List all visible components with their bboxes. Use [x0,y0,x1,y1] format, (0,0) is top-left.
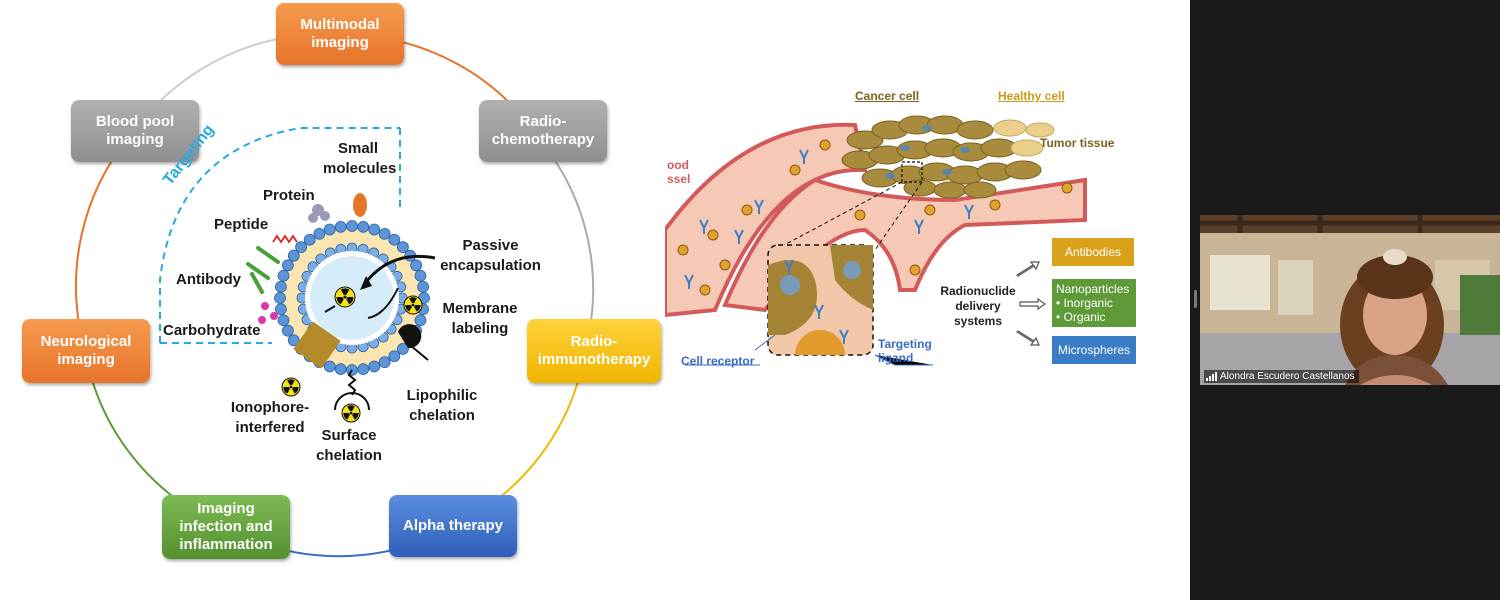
delivery-systems-label: Radionuclide delivery systems [940,284,1016,328]
microspheres-box: Microspheres [1052,336,1136,364]
tumor-vessel-illustration [665,115,1087,366]
targeting-ligand-label-1: Targeting [878,337,932,351]
blood-pool-imaging-box: Blood pool imaging [71,100,199,162]
protein-label: Protein [263,187,315,204]
tumor-tissue-label: Tumor tissue [1040,136,1115,150]
blood-vessel-label-1: ood [667,158,689,172]
shared-slide: Multimodal imaging Radio-chemotherapy Ra… [0,0,1190,600]
surface-chelation-label: Surface chelation [316,427,382,464]
sidebar-resize-handle[interactable] [1194,290,1197,308]
nanoparticles-box: Nanoparticles • Inorganic • Organic [1052,279,1136,327]
participants-sidebar: Alondra Escudero Castellanos [1190,0,1500,600]
organic-label: • Organic [1056,310,1106,324]
lipophilic-chelation-label: Lipophilic chelation [406,387,478,424]
antibody-label: Antibody [176,271,241,288]
cell-receptor-label: Cell receptor [681,354,755,368]
participant-video-tile[interactable]: Alondra Escudero Castellanos [1200,215,1500,385]
carbohydrate-label: Carbohydrate [163,322,261,339]
neurological-imaging-box: Neurological imaging [22,319,150,383]
peptide-label: Peptide [214,216,269,233]
signal-bars-icon [1206,372,1217,381]
cancer-cell-label: Cancer cell [855,89,920,103]
blood-vessel-label-2: ssel [667,172,691,186]
targeting-outline [159,127,401,344]
imaging-infection-box: Imaging infection and inflammation [162,495,290,559]
ionophore-interfered-label: Ionophore-interfered [230,399,310,436]
alpha-therapy-box: Alpha therapy [389,495,517,557]
nanoparticles-label: Nanoparticles [1056,282,1130,296]
targeting-ligand-label-2: ligand [878,351,914,365]
participant-name-label: Alondra Escudero Castellanos [1220,371,1355,382]
liposome-illustration [246,193,436,423]
radio-chemotherapy-box: Radio-chemotherapy [479,100,607,162]
multimodal-imaging-box: Multimodal imaging [276,3,404,65]
video-feed [1200,215,1500,385]
passive-encapsulation-label: Passive encapsulation [440,237,541,274]
healthy-cell-label: Healthy cell [998,89,1065,103]
participant-name-tag: Alondra Escudero Castellanos [1204,370,1359,383]
membrane-labeling-label: Membrane labeling [442,300,518,337]
antibodies-box: Antibodies [1052,238,1134,266]
inorganic-label: • Inorganic [1056,296,1113,310]
small-molecules-label: Small molecules [323,140,397,177]
radio-immunotherapy-box: Radio-immunotherapy [527,319,661,383]
